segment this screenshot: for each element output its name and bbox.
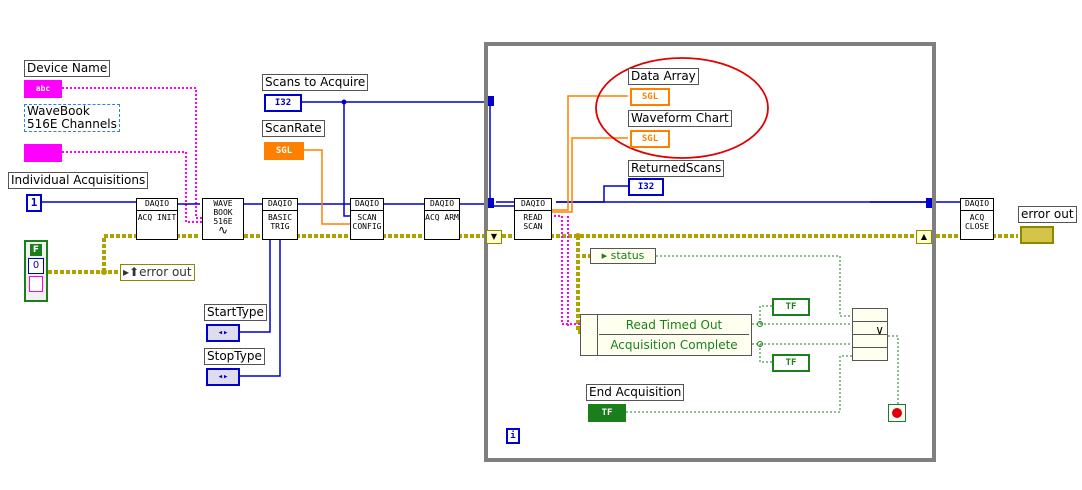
label-scans-to-acquire: Scans to Acquire: [262, 74, 369, 91]
start-type-terminal[interactable]: ◂▸: [206, 324, 240, 342]
label-returned-scans: ReturnedScans: [628, 160, 725, 177]
read-scan-text: READ SCAN: [515, 210, 551, 231]
loop-index-terminal[interactable]: i: [506, 428, 520, 444]
error-out-left-label: error out: [139, 265, 192, 279]
acq-arm-vi[interactable]: DAQIO ACQ ARM: [424, 198, 460, 240]
label-start-type: StartType: [204, 304, 267, 321]
acq-arm-header: DAQIO: [429, 199, 455, 208]
status-unbundle[interactable]: ▸ status: [590, 248, 656, 264]
unbundle-by-name[interactable]: Read Timed Out Acquisition Complete: [580, 314, 752, 356]
wavebook-vi[interactable]: WAVE BOOK 516E ∿: [202, 198, 244, 240]
acq-close-text: ACQ CLOSE: [961, 210, 993, 231]
loop-condition-terminal[interactable]: [888, 404, 906, 422]
shift-register-left: ▼: [486, 230, 502, 244]
shift-register-right: ▲: [916, 230, 932, 244]
acq-complete-indicator[interactable]: TF: [772, 354, 810, 372]
device-name-terminal[interactable]: abc: [24, 80, 62, 98]
status-field: ▸ status: [601, 249, 645, 262]
error-cluster-constant[interactable]: F 0: [24, 240, 48, 302]
end-acquisition-terminal[interactable]: TF: [588, 404, 626, 422]
acq-init-vi[interactable]: DAQIO ACQ INIT: [136, 198, 178, 240]
acq-close-header: DAQIO: [964, 199, 990, 208]
label-stop-type: StopType: [204, 348, 265, 365]
label-wavebook-channels: WaveBook 516E Channels: [24, 104, 120, 132]
highlight-circle: [595, 57, 769, 159]
waveform-chart-terminal[interactable]: SGL: [630, 130, 670, 148]
waveform-glyph-icon: ∿: [217, 223, 229, 237]
scan-rate-terminal[interactable]: SGL: [264, 142, 304, 160]
label-end-acquisition: End Acquisition: [586, 384, 685, 401]
basic-trig-header: DAQIO: [267, 199, 293, 208]
label-error-out-right: error out: [1018, 206, 1077, 223]
acq-arm-text: ACQ ARM: [425, 210, 459, 222]
acq-init-text: ACQ INIT: [137, 210, 177, 222]
error-out-terminal-right[interactable]: [1020, 226, 1054, 244]
acq-close-vi[interactable]: DAQIO ACQ CLOSE: [960, 198, 994, 240]
label-data-array: Data Array: [628, 68, 699, 85]
false-constant: F: [30, 244, 42, 256]
stop-type-terminal[interactable]: ◂▸: [206, 368, 240, 386]
string-constant: [29, 276, 43, 292]
acq-init-header: DAQIO: [144, 199, 170, 208]
read-timed-out-field: Read Timed Out: [599, 316, 749, 335]
label-scan-rate: ScanRate: [262, 120, 325, 137]
wavebook-line-2: 516E Channels: [27, 117, 117, 131]
wavebook-vi-text: WAVE BOOK 516E: [213, 199, 233, 226]
basic-trig-vi[interactable]: DAQIO BASIC TRIG: [262, 198, 298, 240]
wavebook-channels-terminal[interactable]: [24, 144, 62, 162]
read-scan-vi[interactable]: DAQIO READ SCAN: [514, 198, 552, 240]
returned-scans-terminal[interactable]: I32: [628, 178, 664, 196]
label-waveform-chart: Waveform Chart: [628, 110, 732, 127]
acq-complete-field: Acquisition Complete: [610, 338, 738, 352]
read-timed-out-indicator[interactable]: TF: [772, 298, 810, 316]
label-device-name: Device Name: [24, 60, 111, 77]
read-scan-header: DAQIO: [520, 199, 546, 208]
const-zero: 0: [28, 258, 44, 274]
data-array-terminal[interactable]: SGL: [630, 88, 670, 106]
compound-or[interactable]: ∨: [852, 308, 888, 361]
label-individual-acquisitions: Individual Acquisitions: [8, 172, 149, 189]
scans-to-acquire-terminal[interactable]: I32: [264, 94, 302, 112]
scan-config-vi[interactable]: DAQIO SCAN CONFIG: [350, 198, 384, 240]
while-loop[interactable]: [484, 42, 936, 462]
error-out-indicator-left[interactable]: ▸⬆error out: [120, 264, 195, 281]
scan-config-header: DAQIO: [354, 199, 380, 208]
or-symbol-icon: ∨: [875, 323, 884, 337]
stop-icon: [892, 408, 902, 418]
basic-trig-text: BASIC TRIG: [263, 210, 297, 231]
const-one[interactable]: 1: [26, 194, 42, 212]
wavebook-line-1: WaveBook: [27, 104, 90, 118]
scan-config-text: SCAN CONFIG: [351, 210, 383, 231]
